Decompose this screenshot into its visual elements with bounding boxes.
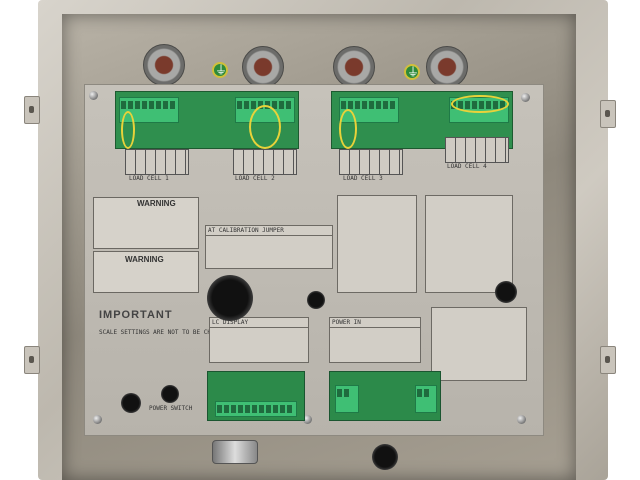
important-title: IMPORTANT bbox=[99, 309, 173, 321]
cable-gland-3 bbox=[333, 46, 375, 88]
settings-table-right bbox=[425, 195, 513, 293]
calibration-title: AT CALIBRATION JUMPER bbox=[206, 226, 332, 236]
cable-gland-4 bbox=[426, 46, 468, 88]
display-terminal-block bbox=[215, 401, 297, 417]
mount-tab-right-bottom bbox=[600, 346, 616, 374]
cable-gland-2 bbox=[242, 46, 284, 88]
warning-panel-upper bbox=[93, 197, 199, 249]
access-hole-right bbox=[495, 281, 517, 303]
power-label: POWER IN bbox=[329, 317, 421, 363]
load-cell-table-1 bbox=[125, 149, 189, 175]
power-terminal-block bbox=[335, 385, 359, 413]
load-cell-table-3 bbox=[339, 149, 403, 175]
load-cell-label-1: LOAD CELL 1 bbox=[129, 175, 169, 182]
access-hole-left bbox=[207, 275, 253, 321]
load-cell-table-4 bbox=[445, 137, 509, 163]
power-title: POWER IN bbox=[330, 318, 420, 328]
screw-icon bbox=[521, 93, 530, 102]
display-title: LC DISPLAY bbox=[210, 318, 308, 328]
power-switch-hole bbox=[161, 385, 179, 403]
calibration-label: AT CALIBRATION JUMPER bbox=[205, 225, 333, 269]
mount-tab-right-top bbox=[600, 100, 616, 128]
jumper-wire bbox=[339, 109, 357, 149]
jumper-wire bbox=[249, 105, 281, 149]
power-terminal-block-2 bbox=[415, 385, 437, 413]
cable-gland-1 bbox=[143, 44, 185, 86]
jumper-wire bbox=[451, 95, 509, 113]
ground-icon bbox=[404, 63, 420, 80]
conduit-fitting bbox=[212, 440, 258, 464]
back-plate: LOAD CELL 1 LOAD CELL 2 LOAD CELL 3 LOAD… bbox=[84, 84, 544, 436]
screw-icon bbox=[93, 415, 102, 424]
load-cell-table-2 bbox=[233, 149, 297, 175]
indicator-hole bbox=[121, 393, 141, 413]
settings-table-center bbox=[337, 195, 417, 293]
warning-panel-lower bbox=[93, 251, 199, 293]
warning-title-2: WARNING bbox=[125, 255, 164, 264]
mount-tab-left-top bbox=[24, 96, 40, 124]
load-cell-label-4: LOAD CELL 4 bbox=[447, 163, 487, 170]
mount-tab-left-bottom bbox=[24, 346, 40, 374]
terminal-block-1 bbox=[119, 97, 179, 123]
load-cell-label-3: LOAD CELL 3 bbox=[343, 175, 383, 182]
power-switch-label: POWER SWITCH bbox=[149, 405, 193, 412]
warning-title-1: WARNING bbox=[137, 199, 176, 208]
display-label: LC DISPLAY bbox=[209, 317, 309, 363]
screw-icon bbox=[89, 91, 98, 100]
screw-icon bbox=[303, 415, 312, 424]
screw-icon bbox=[517, 415, 526, 424]
ground-icon bbox=[212, 61, 228, 78]
knockout-hole bbox=[372, 444, 398, 470]
important-subtitle: SCALE SETTINGS ARE NOT TO BE CHANGED bbox=[99, 329, 230, 336]
access-hole-center bbox=[307, 291, 325, 309]
jumper-wire bbox=[121, 111, 135, 149]
right-spec-table bbox=[431, 307, 527, 381]
load-cell-label-2: LOAD CELL 2 bbox=[235, 175, 275, 182]
